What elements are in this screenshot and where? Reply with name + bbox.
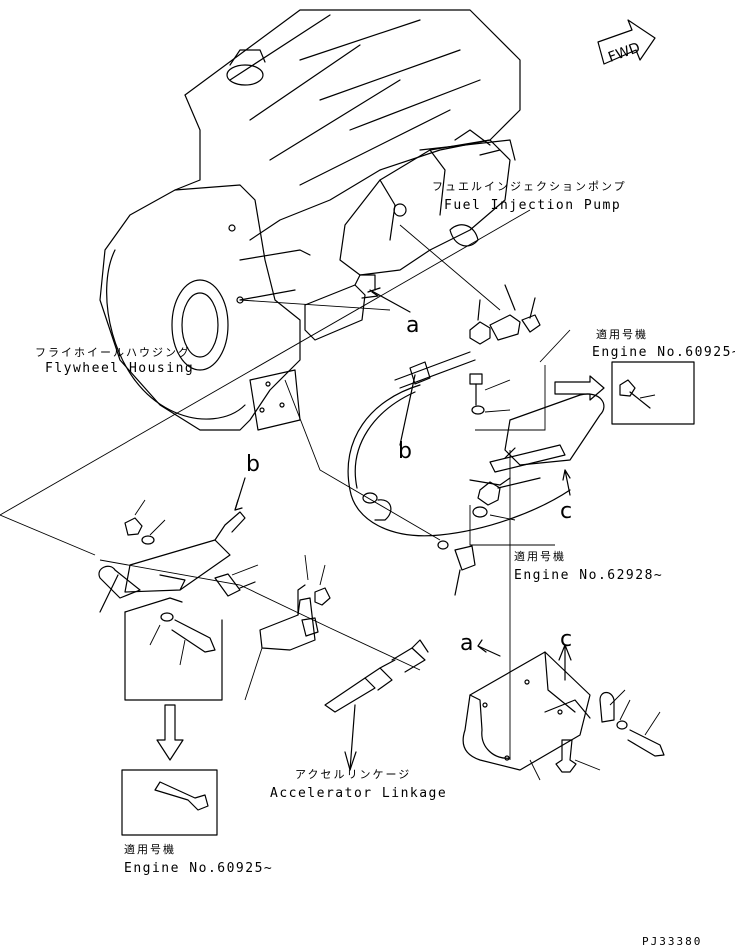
leader-lines [0, 209, 531, 760]
engine-number-bottom: Engine No.60925~ [124, 861, 273, 876]
bracket-a-top [304, 274, 411, 341]
left-nuts [124, 499, 166, 545]
left-lever-bracket [98, 511, 246, 701]
callout-c-mid: c [560, 499, 572, 524]
accelerator-rod [324, 639, 429, 771]
left-bolts [149, 612, 216, 666]
callout-c-bottom: c [560, 627, 572, 652]
middle-bracket [244, 554, 331, 701]
applicability-jp-label-top: 適用号機 [596, 327, 648, 341]
callout-b-left: b [246, 452, 260, 477]
accelerator-linkage-label: Accelerator Linkage [270, 786, 447, 801]
cable-clamp [362, 492, 476, 596]
rod-end [214, 564, 259, 597]
flywheel-housing-label: Flywheel Housing [45, 361, 194, 376]
engine-number-top: Engine No.60925~ [592, 345, 735, 360]
detail-arrow-down-icon [156, 704, 184, 761]
lever-assembly [469, 393, 605, 506]
throttle-cable [347, 351, 571, 537]
applicability-box-top [611, 361, 695, 425]
fuel-injection-pump-label: Fuel Injection Pump [444, 198, 621, 213]
callout-a-bottom: a [460, 631, 473, 656]
applicability-jp-label-bottom: 適用号機 [124, 842, 176, 856]
engine-number-mid: Engine No.62928~ [514, 568, 663, 583]
accelerator-linkage-jp-label: アクセルリンケージ [295, 768, 411, 781]
callout-arrows [234, 287, 571, 511]
fuel-injection-pump [339, 129, 511, 276]
fwd-arrow-icon: FWD [597, 19, 656, 66]
applicability-jp-label-mid: 適用号機 [514, 549, 566, 563]
drawing-code: PJ33380 [642, 935, 702, 948]
callout-a-top: a [406, 313, 419, 338]
flywheel-housing-jp-label: フライホイールハウジング [35, 345, 191, 359]
applicability-box-bottom [121, 769, 218, 836]
detail-arrow-right-icon [554, 375, 605, 401]
washer-detail-box [469, 505, 555, 546]
fwd-label: FWD [606, 40, 642, 66]
engine-block [99, 9, 521, 431]
fuel-injection-pump-jp-label: フュエルインジェクションポンプ [432, 180, 627, 193]
callout-b-mid: b [398, 439, 412, 464]
bolt-detail-box [469, 329, 571, 431]
pump-fittings [469, 284, 541, 345]
bottom-bracket [462, 639, 665, 781]
